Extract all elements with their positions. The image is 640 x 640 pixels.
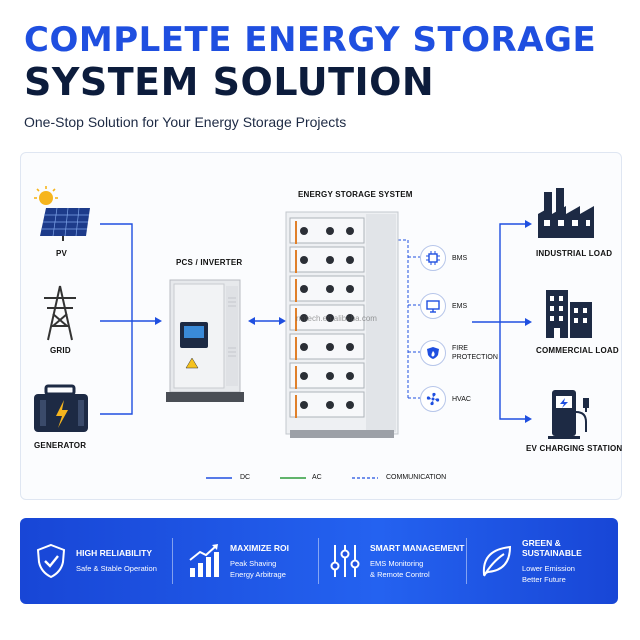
legend-dc: DC [240,474,251,481]
subtitle: One-Stop Solution for Your Energy Storag… [24,114,347,130]
feature-desc: Peak Shaving [230,558,277,568]
title-line-1: COMPLETE ENERGY STORAGE [24,20,597,60]
fan-icon [426,392,440,406]
module-terminal [300,401,308,409]
pcs-label: PCS / INVERTER [176,258,243,267]
feature-title: MAXIMIZE ROI [230,542,290,553]
commercial-load-label: COMMERCIAL LOAD [536,346,619,355]
module-terminal [300,372,308,380]
feature-title: SMART MANAGEMENT [370,542,465,553]
pcs-inverter-cabinet [166,279,244,402]
ev-charging-label: EV CHARGING STATION [526,444,623,453]
shield-check-icon [36,543,66,579]
module-terminal [346,285,354,293]
monitor-icon [426,300,440,313]
module-terminal [326,401,334,409]
sliders-icon [330,545,360,577]
module-terminal [326,314,334,322]
ess-label: ENERGY STORAGE SYSTEM [298,190,413,199]
fire-shield-icon [427,347,439,359]
divider [172,538,173,584]
industrial-load-label: INDUSTRIAL LOAD [536,249,613,258]
divider [466,538,467,584]
fire-label-2: PROTECTION [452,354,498,361]
module-terminal [326,285,334,293]
module-terminal [326,372,334,380]
module-terminal [300,285,308,293]
solar-panel-icon [34,186,90,241]
chip-icon [426,251,440,265]
feature-title: GREEN & SUSTAINABLE [522,537,582,558]
growth-chart-icon [189,544,219,577]
feature-desc: Better Future [522,574,566,584]
watermark: rmtech.en.alibaba.com [296,314,377,323]
factory-icon [538,188,594,238]
feature-desc: Safe & Stable Operation [76,564,157,573]
module-terminal [300,227,308,235]
title-line-2: SYSTEM SOLUTION [24,60,435,104]
module-terminal [346,372,354,380]
fire-label-1: FIRE [452,345,468,352]
building-icon [546,290,592,338]
module-terminal [346,401,354,409]
legend-ac: AC [312,474,322,481]
module-terminal [300,256,308,264]
hvac-label: HVAC [452,395,471,403]
module-terminal [300,314,308,322]
pv-label: PV [56,249,68,258]
transmission-tower-icon [44,285,76,341]
feature-desc: Energy Arbitrage [230,569,286,579]
module-terminal [300,343,308,351]
feature-desc: EMS Monitoring [370,558,424,568]
legend-communication: COMMUNICATION [386,474,447,481]
ems-label: EMS [452,302,468,310]
module-terminal [326,227,334,235]
divider [318,538,319,584]
generator-label: GENERATOR [34,441,87,450]
grid-label: GRID [50,346,71,355]
bms-label: BMS [452,254,468,262]
subsystem-ems: EMS [420,293,467,319]
module-terminal [346,256,354,264]
feature-smart: SMART MANAGEMENT EMS Monitoring& Remote C… [330,518,464,604]
subsystem-bms: BMS [420,245,467,271]
module-terminal [326,343,334,351]
subsystem-hvac: HVAC [420,386,471,412]
feature-desc: Lower Emission [522,563,575,573]
module-terminal [346,343,354,351]
generator-icon [34,384,88,432]
feature-reliability: HIGH RELIABILITY Safe & Stable Operation [36,518,157,604]
legend-lines [206,477,378,479]
module-terminal [346,314,354,322]
feature-title: HIGH RELIABILITY [76,548,153,558]
ev-charger-icon [548,390,589,439]
module-terminal [346,227,354,235]
leaf-icon [482,545,512,577]
subsystem-fire: FIRE PROTECTION [420,340,498,366]
module-terminal [326,256,334,264]
energy-storage-rack [285,211,399,438]
feature-desc: & Remote Control [370,569,430,579]
